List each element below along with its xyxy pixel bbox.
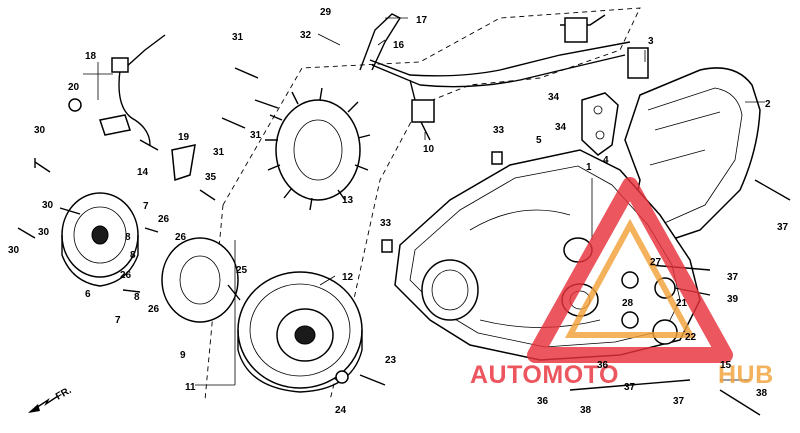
part-label: 10	[423, 144, 435, 155]
starter-clutch	[61, 192, 139, 287]
part-label: 8	[130, 250, 136, 261]
pulse-generator	[581, 92, 619, 156]
part-label: 5	[536, 135, 542, 146]
part-label: 33	[380, 218, 392, 229]
part-label: 25	[236, 265, 248, 276]
part-label: 14	[137, 167, 149, 178]
part-label: 33	[493, 125, 505, 136]
part-label: 34	[555, 122, 567, 133]
part-label: 36	[537, 396, 549, 407]
starter-plate	[161, 237, 239, 323]
part-label: 35	[205, 172, 217, 183]
leader-lines	[83, 17, 765, 386]
watermark-text-1: AUTOMOTO	[470, 361, 619, 389]
part-label: 15	[720, 360, 732, 371]
part-label: 37	[673, 396, 685, 407]
stator	[265, 87, 371, 211]
part-label: 21	[676, 298, 688, 309]
part-label: 8	[134, 292, 140, 303]
part-label: 16	[393, 40, 405, 51]
part-label: 31	[213, 147, 225, 158]
watermark-text-2: HUB	[718, 361, 774, 389]
part-label: 27	[650, 257, 662, 268]
part-label: 30	[34, 125, 46, 136]
part-label: 30	[42, 200, 54, 211]
part-label: 28	[622, 298, 634, 309]
part-label: 37	[624, 382, 636, 393]
part-label: 37	[727, 272, 739, 283]
neutral-switch	[99, 34, 196, 182]
part-label: 9	[180, 350, 186, 361]
part-label: 19	[178, 132, 190, 143]
part-label: 38	[580, 405, 592, 416]
part-label: 20	[68, 82, 80, 93]
part-label: 7	[143, 201, 149, 212]
part-label: 8	[125, 232, 131, 243]
part-label: 37	[777, 222, 789, 233]
part-label: 22	[685, 332, 697, 343]
part-label: 11	[185, 382, 196, 393]
part-labels: 3 2 5 1 4 34 34 33 33 18 20 30 30 30 30 …	[8, 7, 789, 416]
front-arrow: FR.	[28, 385, 74, 413]
flywheel	[237, 271, 363, 393]
part-label: 2	[765, 99, 771, 110]
part-label: 17	[416, 15, 428, 26]
part-label: 7	[115, 315, 121, 326]
part-label: 18	[85, 51, 97, 62]
part-label: 1	[586, 162, 592, 173]
part-label: 31	[250, 130, 262, 141]
part-label: 13	[342, 195, 354, 206]
part-label: 6	[85, 289, 91, 300]
part-label: 3	[648, 36, 654, 47]
part-label: 23	[385, 355, 397, 366]
watermark-logo: AUTOMOTO HUB	[470, 177, 774, 389]
side-cover	[624, 67, 761, 246]
part-label: 38	[756, 388, 768, 399]
part-label: 24	[335, 405, 347, 416]
part-label: 31	[232, 32, 244, 43]
part-label: 39	[727, 294, 739, 305]
part-label: 26	[175, 232, 187, 243]
part-label: 4	[603, 155, 609, 166]
part-label: 12	[342, 272, 354, 283]
part-label: 30	[38, 227, 50, 238]
part-label: 34	[548, 92, 560, 103]
part-label: 29	[320, 7, 332, 18]
front-arrow-label: FR.	[54, 385, 74, 403]
part-label: 36	[597, 360, 609, 371]
part-label: 26	[158, 214, 170, 225]
part-label: 26	[120, 270, 132, 281]
part-label: 32	[300, 30, 312, 41]
part-label: 30	[8, 245, 20, 256]
part-label: 26	[148, 304, 160, 315]
wire-harness	[359, 13, 649, 141]
